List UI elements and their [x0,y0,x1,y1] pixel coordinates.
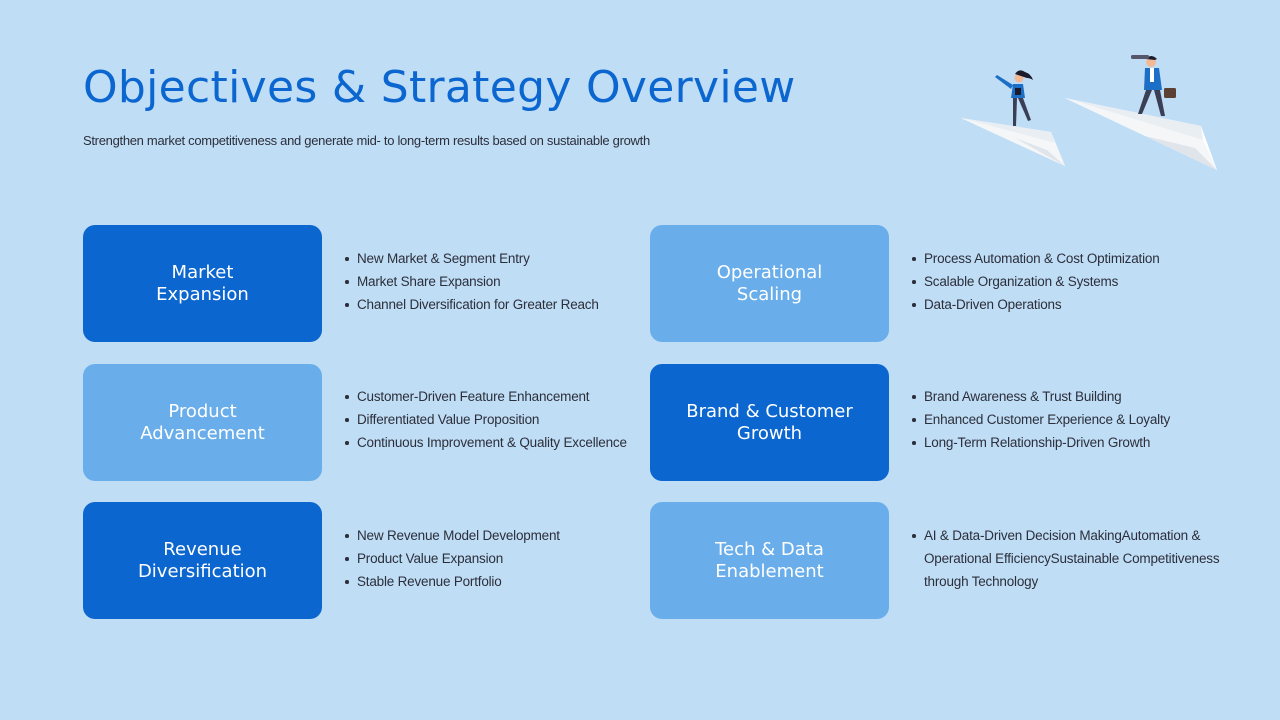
objective-label: Operational Scaling [716,261,823,305]
bullet-item: Differentiated Value Proposition [345,408,627,431]
objective-card-revenue-diversification: Revenue Diversification [83,502,322,619]
paper-airplane-illustration-icon [961,55,1217,170]
objective-bullets-brand-customer-growth: Brand Awareness & Trust Building Enhance… [912,385,1170,454]
bullet-item: Channel Diversification for Greater Reac… [345,293,599,316]
bullet-item: Stable Revenue Portfolio [345,570,560,593]
bullet-item: Enhanced Customer Experience & Loyalty [912,408,1170,431]
bullet-item: Data-Driven Operations [912,293,1160,316]
slide-subtitle: Strengthen market competitiveness and ge… [83,133,650,148]
bullet-item: Process Automation & Cost Optimization [912,247,1160,270]
objective-bullets-product-advancement: Customer-Driven Feature Enhancement Diff… [345,385,627,454]
bullet-item: Long-Term Relationship-Driven Growth [912,431,1170,454]
slide-title: Objectives & Strategy Overview [83,62,796,113]
objective-card-brand-customer-growth: Brand & Customer Growth [650,364,889,481]
objective-label: Tech & Data Enablement [715,538,824,582]
objective-card-operational-scaling: Operational Scaling [650,225,889,342]
objective-label: Brand & Customer Growth [686,400,853,444]
bullet-item: Customer-Driven Feature Enhancement [345,385,627,408]
objective-bullets-operational-scaling: Process Automation & Cost Optimization S… [912,247,1160,316]
objective-label: Revenue Diversification [137,538,268,582]
objective-card-market-expansion: Market Expansion [83,225,322,342]
objective-bullets-revenue-diversification: New Revenue Model Development Product Va… [345,524,560,593]
bullet-item: Scalable Organization & Systems [912,270,1160,293]
bullet-item: Brand Awareness & Trust Building [912,385,1170,408]
objective-card-tech-data-enablement: Tech & Data Enablement [650,502,889,619]
bullet-item: Market Share Expansion [345,270,599,293]
objective-label: Market Expansion [156,261,249,305]
objective-label: Product Advancement [140,400,265,444]
bullet-item: Product Value Expansion [345,547,560,570]
bullet-item: Continuous Improvement & Quality Excelle… [345,431,627,454]
bullet-item: New Revenue Model Development [345,524,560,547]
bullet-item: New Market & Segment Entry [345,247,599,270]
objective-bullets-market-expansion: New Market & Segment Entry Market Share … [345,247,599,316]
objective-card-product-advancement: Product Advancement [83,364,322,481]
bullet-item: AI & Data-Driven Decision MakingAutomati… [912,524,1222,593]
objective-bullets-tech-data-enablement: AI & Data-Driven Decision MakingAutomati… [912,524,1222,593]
